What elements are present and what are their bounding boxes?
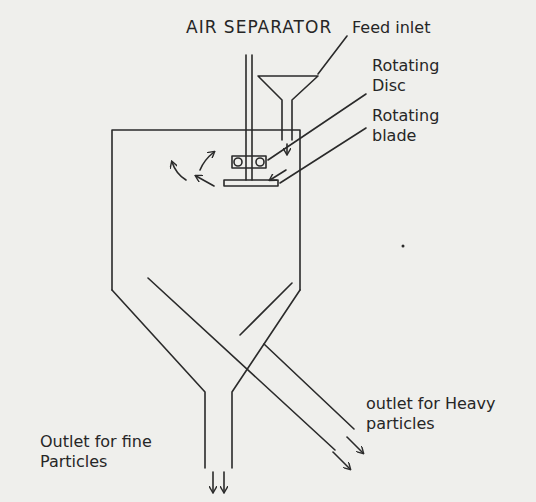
leader-line (280, 128, 366, 183)
rotating-disc (232, 156, 266, 168)
flow-arrow (212, 472, 214, 492)
part-label: Rotating blade (372, 106, 458, 146)
part-label: Outlet for fine Particles (40, 432, 160, 472)
part-label: Feed inlet (352, 18, 502, 38)
shaft (251, 55, 253, 180)
pen-dot (402, 245, 405, 248)
diagram-title: AIR SEPARATOR (186, 16, 332, 38)
rotating-blade (224, 180, 278, 186)
feed-arrow (286, 144, 288, 154)
heavy-outlet-pipe (264, 344, 354, 429)
air-arrow (200, 152, 214, 170)
feed-funnel (258, 76, 318, 140)
leader-line (268, 94, 366, 160)
air-arrow (270, 170, 286, 180)
leader-line (318, 36, 347, 74)
flow-arrow (333, 452, 350, 469)
part-label: Rotating Disc (372, 56, 458, 96)
air-arrow (196, 176, 214, 186)
air-arrow (172, 162, 186, 180)
heavy-outlet-pipe (148, 278, 335, 450)
flow-arrow (223, 472, 225, 492)
disc-bolt (234, 158, 242, 166)
disc-bolt (256, 158, 264, 166)
chamber-wall (112, 130, 300, 290)
flow-arrow (347, 437, 363, 453)
part-label: outlet for Heavy particles (366, 394, 516, 434)
inner-cone (240, 283, 292, 335)
shaft (245, 55, 247, 180)
